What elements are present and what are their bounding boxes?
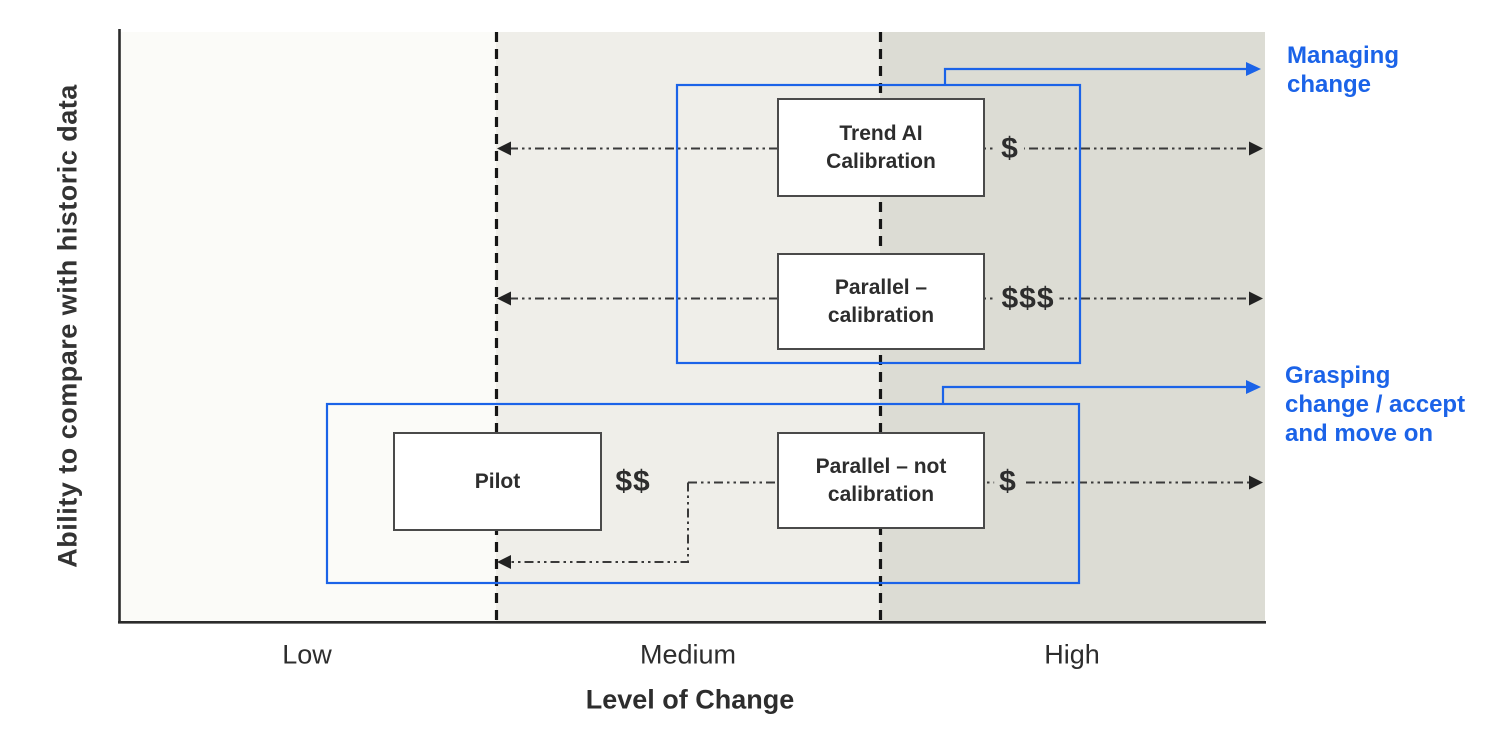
callout-line: Grasping <box>1285 362 1391 389</box>
cost-parallel-not-calibration: $ <box>994 464 1022 500</box>
box-label-line: Parallel – not <box>815 455 947 479</box>
x-axis-label: Level of Change <box>585 684 795 715</box>
box-label-line: Pilot <box>474 469 521 493</box>
cost-parallel-calibration: $$$ <box>996 281 1060 317</box>
box-label-line: calibration <box>827 482 935 506</box>
box-pilot: Pilot <box>393 432 602 531</box>
box-label-line: Parallel – <box>834 276 928 300</box>
cost-pilot: $$ <box>610 464 656 500</box>
box-label-line: Trend AI <box>839 122 923 146</box>
box-trend-ai-calibration: Trend AI Calibration <box>777 98 985 197</box>
tick-medium: Medium <box>639 639 737 670</box>
y-axis-label: Ability to compare with historic data <box>52 84 83 568</box>
tick-low: Low <box>282 639 332 670</box>
cost-trend-ai-calibration: $ <box>996 131 1024 167</box>
callout-line: Managing <box>1287 42 1399 69</box>
callout-line: change / accept <box>1285 391 1466 418</box>
callout-line: change <box>1287 71 1372 98</box>
callout-line: and move on <box>1285 420 1434 447</box>
callout-grasping-change: Grasping change / accept and move on <box>1285 361 1465 448</box>
box-label-line: Calibration <box>826 149 936 173</box>
box-parallel-not-calibration: Parallel – not calibration <box>777 432 985 529</box>
tick-high: High <box>1044 639 1100 670</box>
band-low-change <box>119 32 496 622</box>
box-parallel-calibration: Parallel – calibration <box>777 253 985 350</box>
box-label-line: calibration <box>827 303 935 327</box>
callout-managing-change: Managing change <box>1287 41 1399 99</box>
